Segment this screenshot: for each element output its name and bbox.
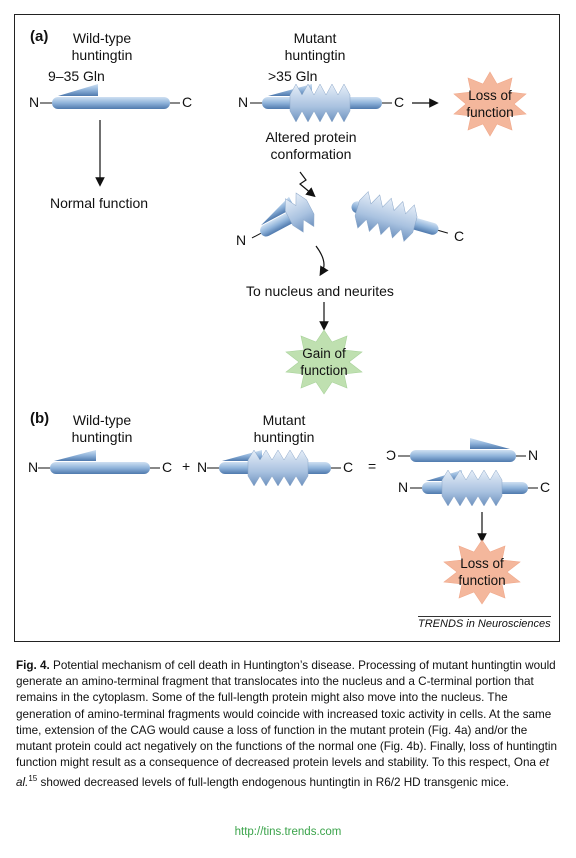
- complex-mutant: [410, 469, 538, 507]
- to-nucleus-label: To nucleus and neurites: [246, 283, 394, 299]
- altered-conformation-label: Altered protein conformation: [265, 129, 357, 162]
- c-terminus-mirrored-label: C: [386, 447, 397, 463]
- mutant-title-a: Mutant huntingtin: [284, 30, 346, 63]
- plus-sign: +: [182, 458, 191, 474]
- wildtype-protein-b: [38, 450, 160, 474]
- panel-a-label: (a): [30, 28, 49, 45]
- n-terminus-label: N: [236, 232, 247, 248]
- mutant-title-b: Mutant huntingtin: [253, 412, 315, 445]
- n-terminus-label: N: [197, 459, 208, 475]
- caption-fig-label: Fig. 4.: [16, 659, 50, 672]
- caption-ref: 15: [28, 774, 38, 784]
- figure-caption: Fig. 4. Potential mechanism of cell deat…: [16, 658, 562, 792]
- c-terminus-label: C: [343, 459, 354, 475]
- gain-of-function: Gain of function: [300, 346, 348, 378]
- caption-etal: et al.: [16, 756, 549, 790]
- source-credit: TRENDS in Neurosciences: [418, 616, 551, 630]
- caption-text-2: showed decreased levels of full-length e…: [37, 776, 509, 790]
- equals-sign: =: [368, 458, 377, 474]
- complex-wildtype: [398, 438, 526, 462]
- mutant-protein-b: [207, 449, 341, 487]
- normal-function-label: Normal function: [50, 195, 149, 211]
- c-terminus-label: C: [540, 479, 551, 495]
- c-terminus-label: C: [182, 94, 193, 110]
- figure-frame: [14, 14, 560, 642]
- mutant-protein-a: [250, 83, 392, 123]
- wildtype-title-b: Wild-type huntingtin: [71, 412, 133, 445]
- gain-burst: [285, 329, 363, 395]
- n-terminus-label: N: [29, 94, 40, 110]
- loss-of-function-a: Loss of function: [466, 88, 514, 120]
- n-terminus-label: N: [398, 479, 409, 495]
- n-terminus-label: N: [528, 447, 539, 463]
- c-terminus-label: C: [162, 459, 173, 475]
- c-terminus-label: C: [454, 228, 465, 244]
- arrow-to-nucleus: [315, 245, 329, 277]
- loss-burst-a: [453, 71, 527, 137]
- wildtype-protein-a: [40, 84, 180, 109]
- loss-burst-b: [443, 539, 521, 605]
- n-terminus-label: N: [238, 94, 249, 110]
- mutant-gln-label: >35 Gln: [268, 68, 318, 84]
- c-terminus-label: C: [394, 94, 405, 110]
- wildtype-title-a: Wild-type huntingtin: [71, 30, 133, 63]
- panel-b-label: (b): [30, 410, 50, 427]
- wildtype-gln-label: 9–35 Gln: [48, 68, 105, 84]
- footer-url[interactable]: http://tins.trends.com: [234, 826, 342, 838]
- n-fragment: [251, 192, 315, 239]
- loss-of-function-b: Loss of function: [458, 556, 506, 588]
- caption-text-1: Potential mechanism of cell death in Hun…: [16, 659, 557, 770]
- lightning-bolt: [298, 171, 316, 198]
- n-terminus-label: N: [28, 459, 39, 475]
- c-fragment: [351, 191, 449, 242]
